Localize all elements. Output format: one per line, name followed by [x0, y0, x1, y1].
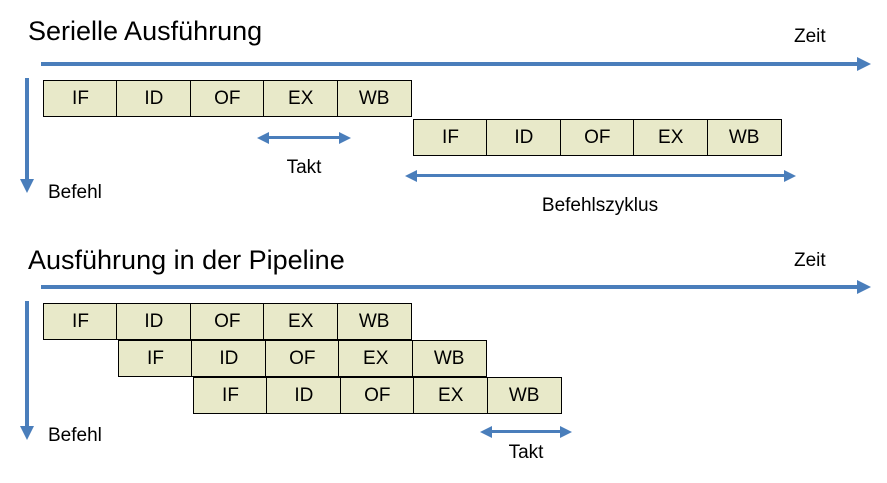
serial-instruction-row-2: IF ID OF EX WB — [413, 119, 782, 156]
stage-cell: OF — [264, 340, 340, 377]
stage-cell: EX — [263, 303, 339, 340]
pipeline-instruction-axis-label: Befehl — [48, 425, 102, 446]
serial-cycle-measure-arrow — [405, 169, 796, 182]
stage-cell: EX — [633, 119, 709, 156]
stage-cell: EX — [338, 340, 414, 377]
serial-time-axis-label: Zeit — [794, 26, 826, 47]
stage-cell: ID — [191, 340, 267, 377]
stage-cell: WB — [336, 303, 412, 340]
serial-cycle-label: Befehlszyklus — [541, 195, 659, 216]
pipeline-section-title: Ausführung in der Pipeline — [28, 245, 345, 275]
pipeline-clock-label: Takt — [508, 442, 544, 463]
pipeline-time-axis-arrow — [41, 280, 871, 294]
serial-instruction-axis-label: Befehl — [48, 182, 102, 203]
pipeline-time-axis-label: Zeit — [794, 250, 826, 271]
serial-section-title: Serielle Ausführung — [28, 16, 263, 46]
serial-clock-label: Takt — [286, 157, 322, 178]
pipeline-instruction-axis-arrow — [20, 301, 34, 440]
pipeline-instruction-row-1: IF ID OF EX WB — [43, 303, 412, 340]
stage-cell: WB — [486, 377, 562, 414]
pipeline-clock-measure-arrow — [480, 425, 572, 438]
stage-cell: IF — [413, 119, 488, 156]
stage-cell: EX — [413, 377, 489, 414]
serial-instruction-axis-arrow — [20, 78, 34, 193]
stage-cell: WB — [706, 119, 782, 156]
stage-cell: IF — [43, 80, 118, 117]
stage-cell: OF — [189, 303, 265, 340]
stage-cell: EX — [263, 80, 339, 117]
serial-time-axis-arrow — [41, 57, 871, 71]
stage-cell: WB — [336, 80, 412, 117]
stage-cell: IF — [43, 303, 118, 340]
serial-instruction-row-1: IF ID OF EX WB — [43, 80, 412, 117]
serial-clock-measure-arrow — [257, 131, 351, 144]
stage-cell: WB — [411, 340, 487, 377]
stage-cell: ID — [116, 303, 192, 340]
stage-cell: OF — [189, 80, 265, 117]
stage-cell: ID — [486, 119, 562, 156]
stage-cell: OF — [559, 119, 635, 156]
pipeline-instruction-row-2: IF ID OF EX WB — [118, 340, 487, 377]
stage-cell: IF — [193, 377, 268, 414]
pipeline-instruction-row-3: IF ID OF EX WB — [193, 377, 562, 414]
stage-cell: ID — [116, 80, 192, 117]
stage-cell: ID — [266, 377, 342, 414]
stage-cell: IF — [118, 340, 193, 377]
stage-cell: OF — [339, 377, 415, 414]
